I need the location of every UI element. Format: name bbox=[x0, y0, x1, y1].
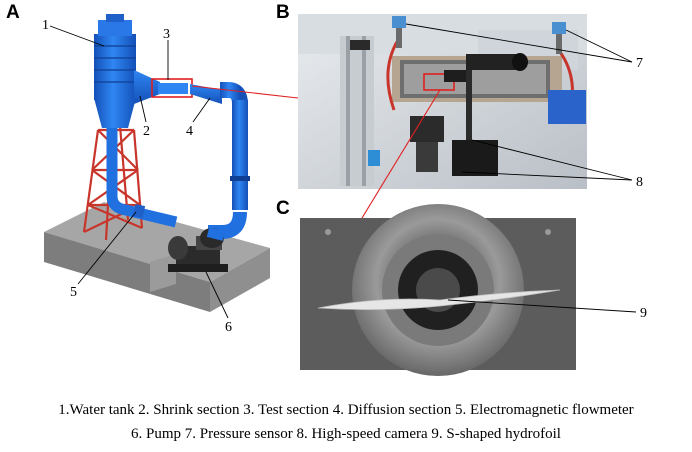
water-tank bbox=[94, 34, 136, 100]
tank-top bbox=[98, 20, 132, 36]
pressure-sensor-left bbox=[392, 16, 406, 48]
callout-4: 4 bbox=[186, 124, 193, 139]
panel-label-b: B bbox=[276, 2, 290, 23]
connector-a-b bbox=[191, 85, 299, 99]
tank-rings bbox=[94, 45, 136, 83]
panel-label-c: C bbox=[276, 198, 290, 219]
callout-8: 8 bbox=[636, 175, 643, 190]
panel-a-rig: 1 3 2 4 5 6 bbox=[42, 14, 299, 335]
diffusion-section bbox=[190, 84, 222, 104]
tank-down-pipe bbox=[106, 128, 178, 228]
leaders-b bbox=[405, 23, 633, 181]
leaders-a bbox=[49, 25, 229, 319]
tank-cap bbox=[106, 14, 124, 22]
caption-line-2: 6. Pump 7. Pressure sensor 8. High-speed… bbox=[131, 426, 561, 442]
callout-3: 3 bbox=[163, 27, 170, 42]
caption-line-1: 1.Water tank 2. Shrink section 3. Test s… bbox=[58, 402, 634, 418]
pump-inlet-pipe bbox=[206, 227, 226, 241]
flowmeter bbox=[132, 204, 146, 218]
shrink-section bbox=[134, 70, 160, 104]
test-section-body bbox=[158, 83, 188, 94]
base-notch bbox=[150, 254, 176, 292]
tank-cone bbox=[94, 98, 136, 128]
callout-9: 9 bbox=[640, 306, 647, 321]
high-speed-camera bbox=[410, 53, 528, 176]
panel-label-a: A bbox=[6, 2, 20, 23]
connector-b-c bbox=[361, 89, 441, 219]
callout-7: 7 bbox=[636, 56, 643, 71]
callout-6: 6 bbox=[225, 320, 232, 335]
return-pipe-vertical bbox=[232, 100, 248, 210]
red-hose-left bbox=[386, 39, 400, 111]
callout-1: 1 bbox=[42, 18, 49, 33]
panel-b-photo: 7 8 bbox=[298, 14, 643, 219]
panel-c-image: 9 bbox=[300, 204, 647, 376]
base-front bbox=[44, 232, 210, 312]
pressure-sensor-right bbox=[552, 22, 566, 54]
leader-9 bbox=[447, 299, 637, 313]
base-side bbox=[210, 248, 270, 312]
callout-5: 5 bbox=[70, 285, 77, 300]
pipe-flange-1 bbox=[230, 176, 250, 181]
s-shaped-hydrofoil bbox=[317, 289, 561, 310]
callout-2: 2 bbox=[143, 124, 150, 139]
